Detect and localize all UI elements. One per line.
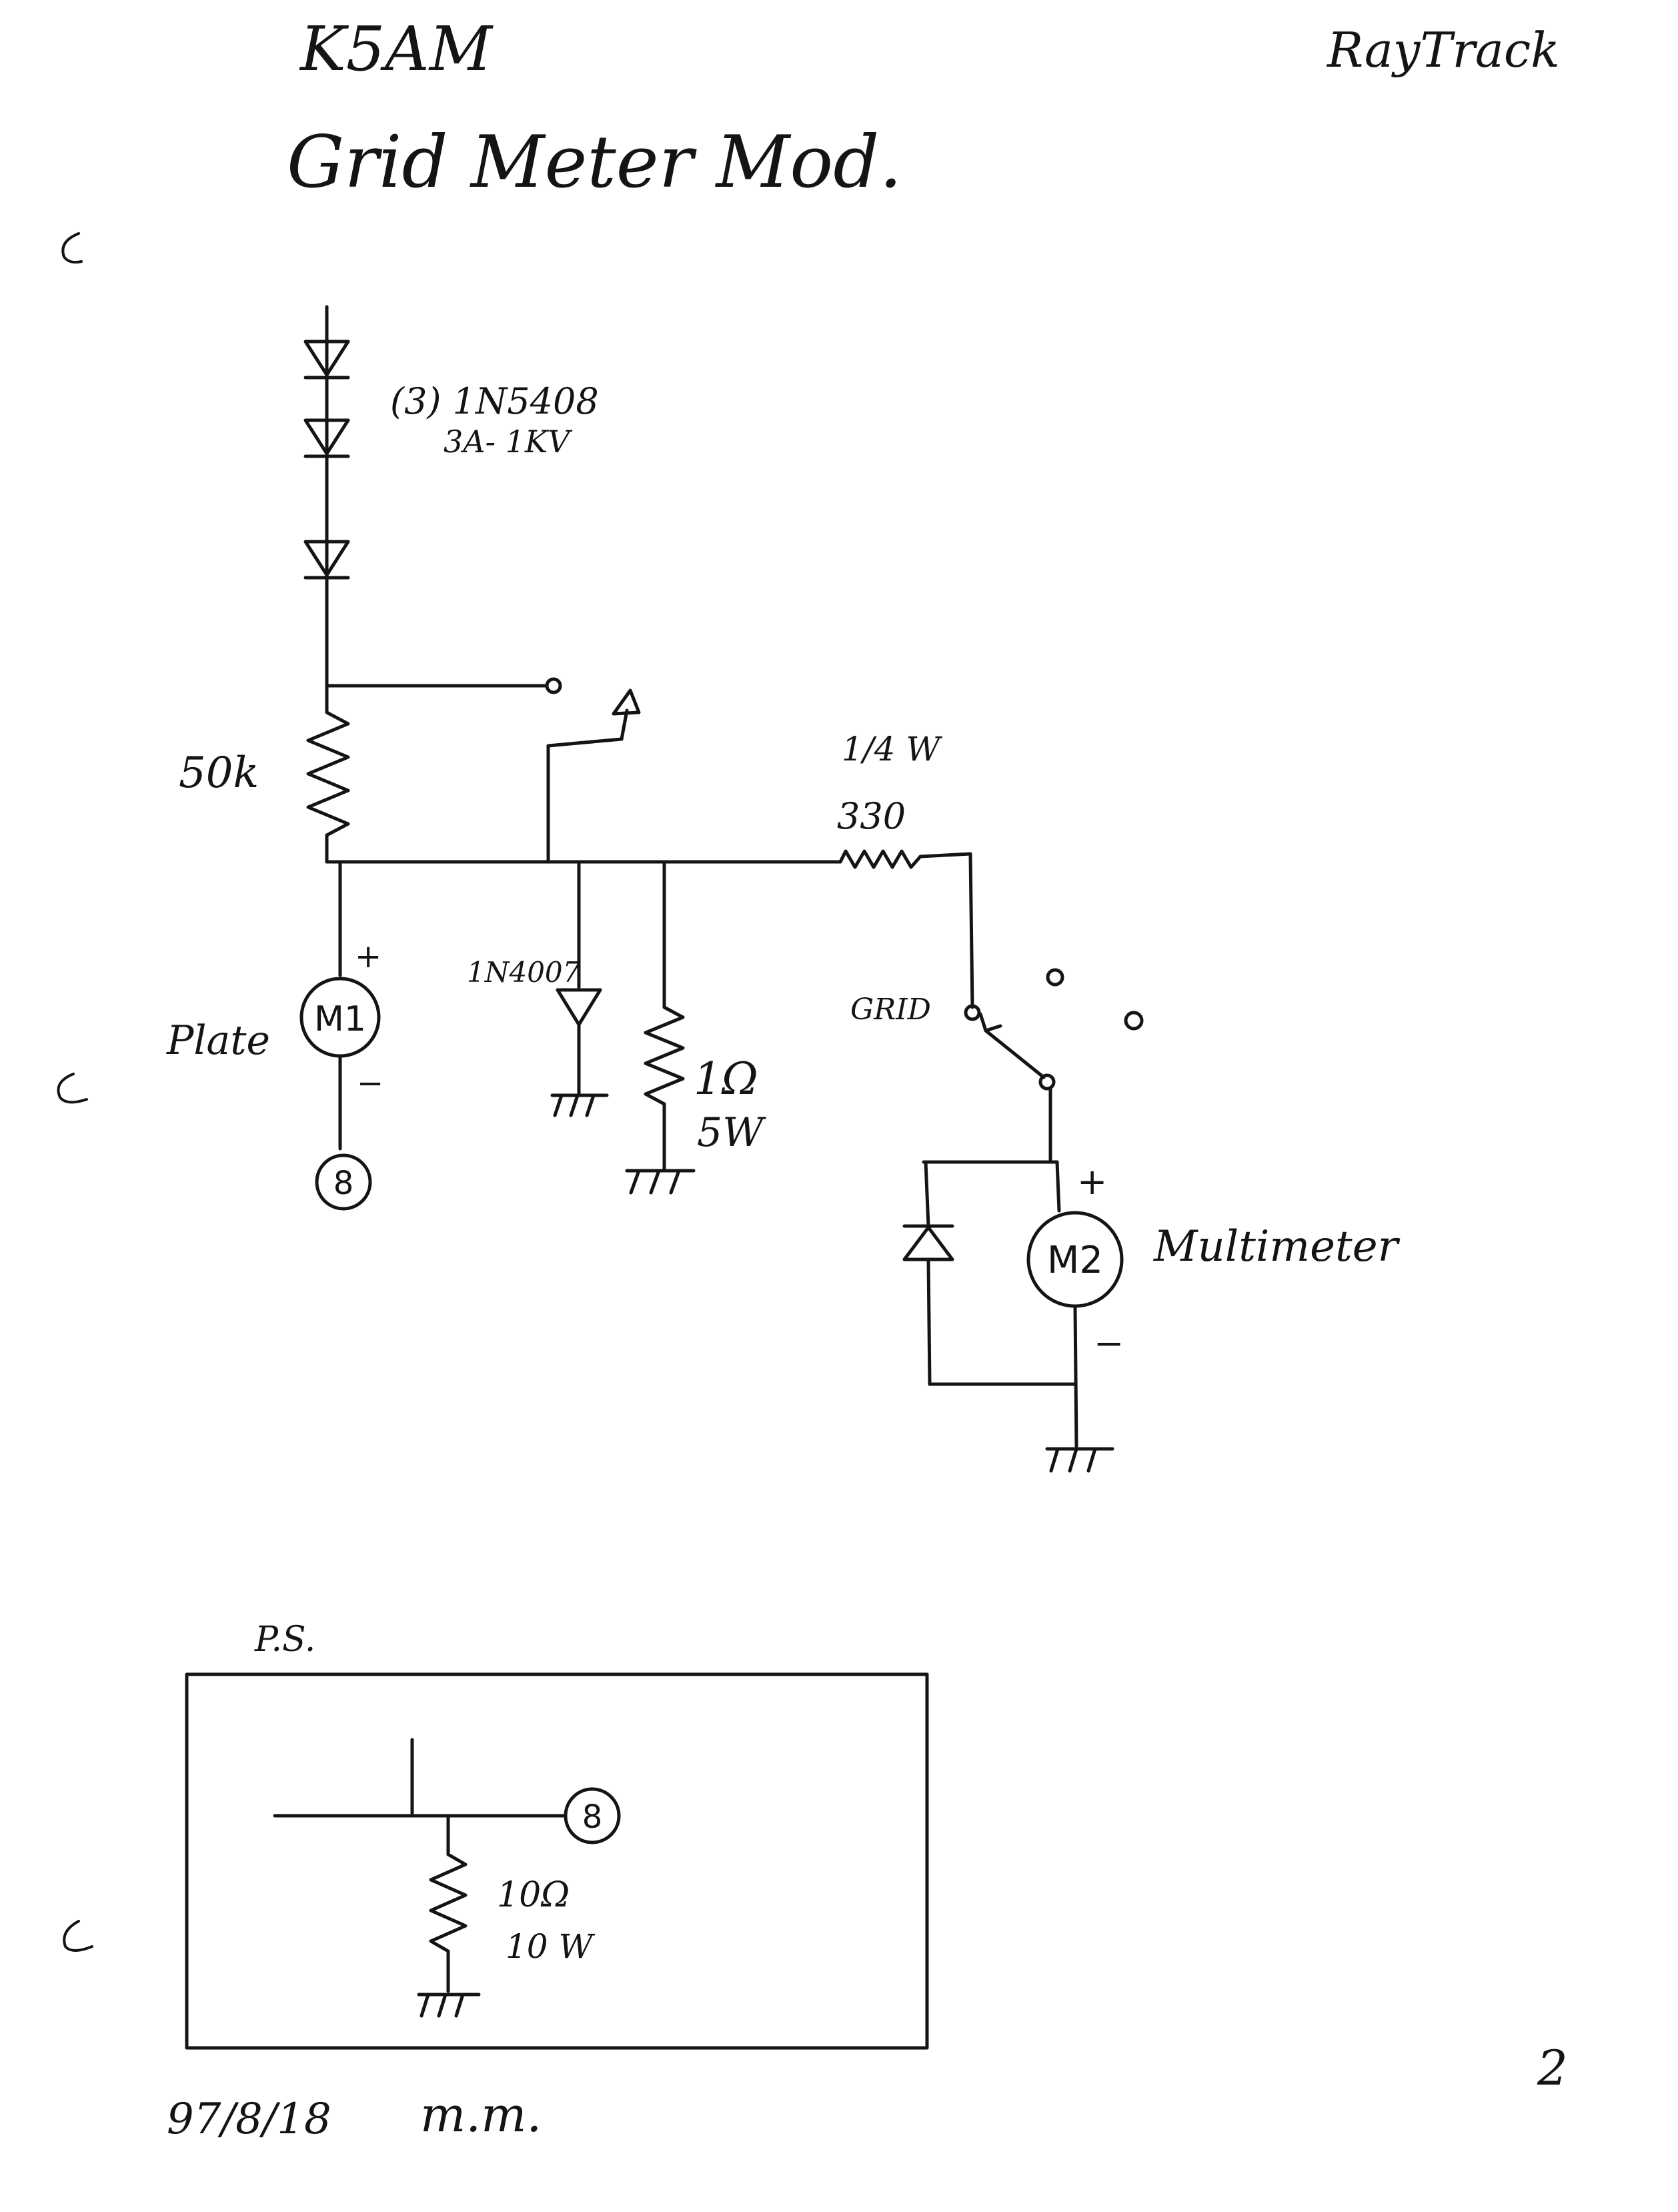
resistor-1-ohm-label: 1Ω bbox=[694, 1053, 758, 1105]
resistor-330 bbox=[838, 849, 972, 869]
ps-resistor-value: 10Ω bbox=[497, 1875, 570, 1915]
meter-m2-plus: + bbox=[1077, 1161, 1107, 1203]
meter-m1-minus: − bbox=[357, 1065, 383, 1102]
author-name: RayTrack bbox=[1326, 22, 1560, 78]
resistor-1-ohm bbox=[644, 860, 685, 1171]
signature-date: 97/8/18 bbox=[167, 2095, 331, 2144]
binder-hole-marks bbox=[57, 232, 93, 1952]
ps-node-8-circle bbox=[564, 1787, 621, 1844]
ps-circuit bbox=[273, 1738, 566, 1993]
ps-node-8-label: 8 bbox=[582, 1798, 603, 1836]
diode-stack bbox=[303, 305, 350, 682]
resistor-1-ohm-watt: 5W bbox=[697, 1109, 766, 1156]
diode-stack-label: (3) 1N5408 bbox=[390, 380, 599, 422]
meter-m2-name: Multimeter bbox=[1153, 1222, 1401, 1271]
ps-resistor-watt: 10 W bbox=[506, 1927, 596, 1966]
callsign: K5AM bbox=[299, 13, 494, 85]
meter-m2-minus: − bbox=[1094, 1322, 1124, 1364]
resistor-50k bbox=[306, 678, 350, 864]
meter-m1-plus: + bbox=[355, 938, 381, 975]
diode-stack-rating: 3A- 1KV bbox=[444, 424, 573, 460]
ps-ground-symbol bbox=[417, 1993, 481, 2018]
meter-m1-side-label: Plate bbox=[166, 1017, 270, 1064]
diode-1n4007-label: 1N4007 bbox=[467, 956, 581, 989]
grid-feed-wire bbox=[968, 852, 974, 1009]
m2-plus-wire bbox=[1055, 1160, 1061, 1213]
node-8-circle bbox=[315, 1153, 372, 1211]
meter-m1-label: M1 bbox=[314, 999, 366, 1039]
page-title: Grid Meter Mod. bbox=[287, 121, 902, 204]
ground-symbol-shunt bbox=[625, 1169, 696, 1195]
ground-symbol-m2 bbox=[1045, 1447, 1114, 1473]
m2-return-wire bbox=[1073, 1304, 1078, 1448]
diode-protection bbox=[902, 1160, 1077, 1386]
diode-1n4007 bbox=[556, 860, 602, 1096]
tap-switch bbox=[325, 677, 641, 864]
selector-switch bbox=[964, 968, 1144, 1091]
meter-m2-label: M2 bbox=[1047, 1239, 1103, 1282]
ps-heading: P.S. bbox=[254, 1620, 315, 1660]
switch-grid-label: GRID bbox=[850, 993, 931, 1027]
ps-box bbox=[185, 1672, 929, 2050]
signature-initials: m.m. bbox=[420, 2087, 542, 2143]
ground-symbol-diode bbox=[550, 1093, 609, 1117]
node-8-label: 8 bbox=[333, 1165, 354, 1202]
resistor-330-watt: 1/4 W bbox=[842, 730, 942, 768]
page-number: 2 bbox=[1537, 2040, 1568, 2096]
resistor-50k-label: 50k bbox=[179, 748, 259, 798]
resistor-330-label: 330 bbox=[837, 795, 906, 837]
